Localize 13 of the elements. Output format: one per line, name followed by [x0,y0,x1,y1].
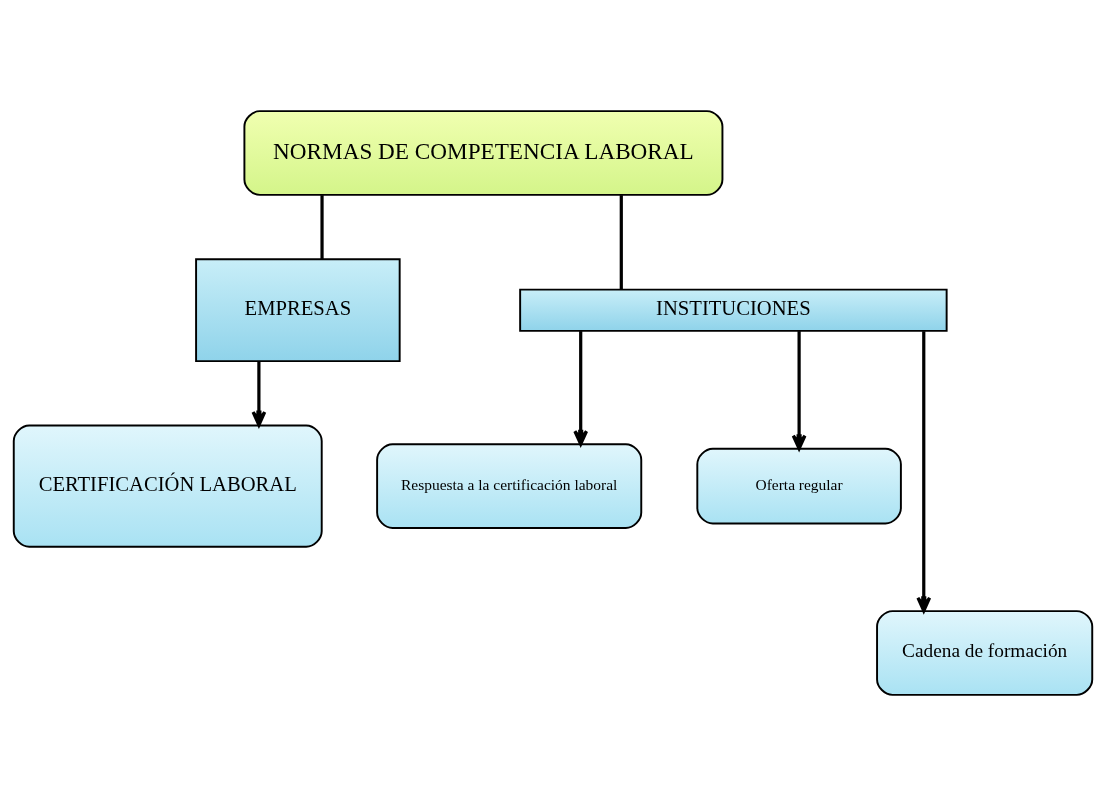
node-box: Oferta regular [696,447,902,524]
arrow [916,330,932,612]
arrow [251,361,267,427]
connector [619,194,623,289]
node-box: EMPRESAS [195,257,401,362]
connector [320,194,324,259]
node-box: Cadena de formación [876,609,1094,696]
arrow [573,330,589,446]
node-box: INSTITUCIONES [519,288,948,332]
arrow [791,330,807,450]
node-box: Respuesta a la certificación laboral [376,442,643,529]
node-box: CERTIFICACIÓN LABORAL [12,424,323,548]
node-box: NORMAS DE COMPETENCIA LABORAL [243,109,724,196]
